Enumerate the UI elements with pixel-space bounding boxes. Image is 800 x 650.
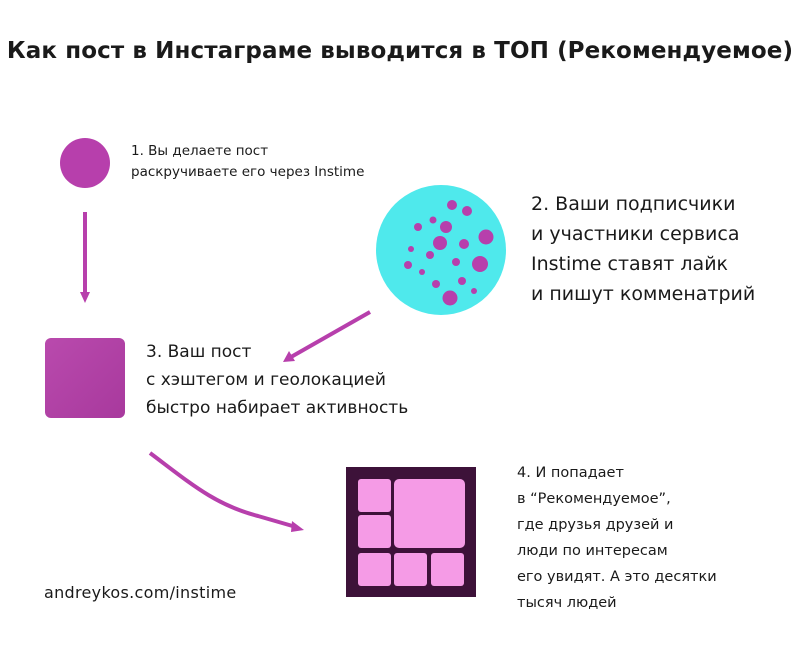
step-4-text: 4. И попадает в “Рекомендуемое”, где дру… xyxy=(517,460,717,616)
step-3-line: быстро набирает активность xyxy=(146,398,409,418)
step-2-line: и участники сервиса xyxy=(531,223,740,245)
step-1-line: раскручиваете его через Instime xyxy=(131,163,365,180)
step-2-line: и пишут комменатрий xyxy=(531,283,756,305)
step-2-line: Instime ставят лайк xyxy=(531,253,729,275)
step-3-text: 3. Ваш пост с хэштегом и геолокацией быс… xyxy=(146,338,408,422)
step-4-line: люди по интересам xyxy=(517,543,668,559)
arrow-down-icon xyxy=(80,212,90,303)
audience-circle-icon xyxy=(376,185,506,315)
arrow-to-post-icon xyxy=(283,310,371,362)
step-1-line: 1. Вы делаете пост xyxy=(131,143,269,159)
step-4-line: 4. И попадает xyxy=(517,465,624,481)
footer-link[interactable]: andreykos.com/instime xyxy=(44,583,237,602)
step-3-line: 3. Ваш пост xyxy=(146,342,252,362)
step-2-line: 2. Ваши подписчики xyxy=(531,193,736,215)
explore-grid-icon xyxy=(346,467,476,597)
step-4-line: в “Рекомендуемое”, xyxy=(517,491,671,507)
diagram-title: Как пост в Инстаграме выводится в ТОП (Р… xyxy=(6,38,794,64)
post-square-icon xyxy=(45,338,125,418)
step-1-text: 1. Вы делаете пост раскручиваете его чер… xyxy=(131,141,364,183)
step-2-text: 2. Ваши подписчики и участники сервиса I… xyxy=(531,189,755,309)
step-4-line: тысяч людей xyxy=(517,595,617,611)
step-3-line: с хэштегом и геолокацией xyxy=(146,370,386,390)
curved-arrow-icon xyxy=(148,451,304,532)
step-4-line: где друзья друзей и xyxy=(517,517,674,533)
post-circle-icon xyxy=(60,138,110,188)
step-4-line: его увидят. А это десятки xyxy=(517,569,717,585)
